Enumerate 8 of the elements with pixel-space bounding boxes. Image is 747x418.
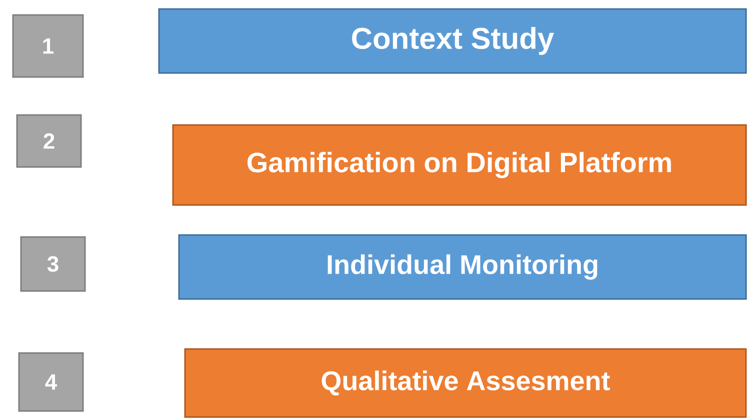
step-number-box: 3 <box>20 236 86 292</box>
step-box: Individual Monitoring <box>178 234 747 300</box>
step-box: Qualitative Assesment <box>184 348 747 418</box>
step-number-box: 4 <box>18 352 84 412</box>
step-box: Gamification on Digital Platform <box>172 124 747 206</box>
step-box: Context Study <box>158 8 747 74</box>
step-number-box: 1 <box>12 14 84 78</box>
step-number-box: 2 <box>16 114 82 168</box>
